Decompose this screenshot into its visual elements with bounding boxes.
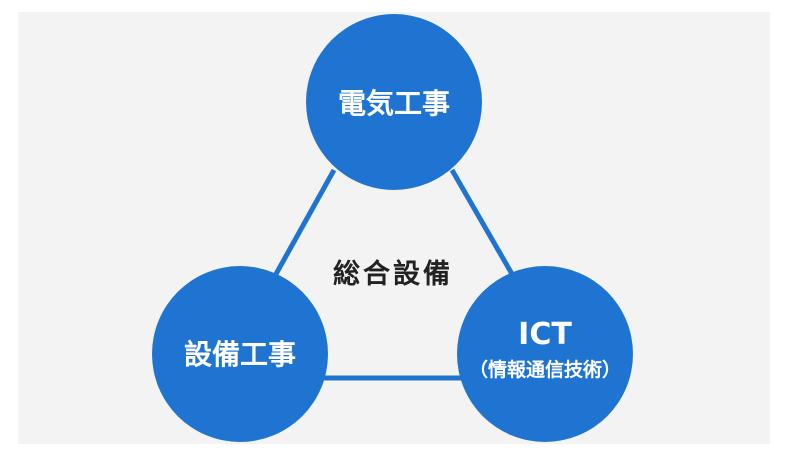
edge-top-right	[449, 168, 515, 276]
node-top-circle	[306, 14, 482, 190]
node-left-label: 設備工事	[184, 338, 296, 371]
node-left: 設備工事	[152, 266, 328, 442]
center-label: 総合設備	[333, 258, 453, 290]
node-left-circle	[152, 266, 328, 442]
node-right-label: ICT	[518, 317, 572, 352]
node-right-sublabel: （情報通信技術）	[469, 358, 621, 381]
edge-top-left	[273, 168, 337, 276]
node-top: 電気工事	[306, 14, 482, 190]
node-right-circle	[457, 266, 633, 442]
node-top-label: 電気工事	[338, 87, 450, 120]
node-right: ICT （情報通信技術）	[457, 266, 633, 442]
